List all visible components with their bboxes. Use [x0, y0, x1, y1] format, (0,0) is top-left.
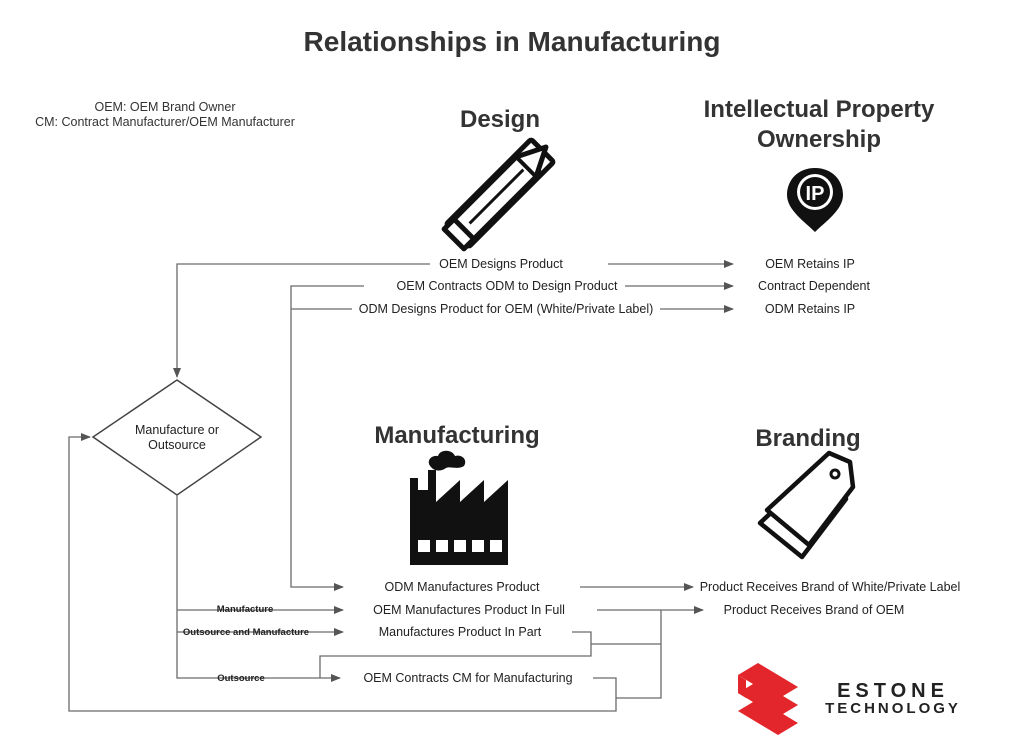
decision-line2: Outsource [148, 438, 206, 452]
ip-heading-line1: Intellectual Property [704, 96, 935, 123]
ip-location-pin-icon: IP [787, 168, 843, 232]
brand-row-oem: Product Receives Brand of OEM [724, 603, 905, 617]
page-title: Relationships in Manufacturing [304, 26, 721, 57]
design-row-oem-designs: OEM Designs Product [439, 257, 563, 271]
price-tag-icon [757, 450, 856, 560]
legend-oem: OEM: OEM Brand Owner [94, 100, 235, 114]
factory-icon [410, 450, 508, 565]
manufacturing-heading: Manufacturing [374, 422, 539, 449]
estone-logo-mark [738, 663, 798, 735]
connector-odm-to-manufacture [290, 285, 364, 591]
branch-label-outsource: Outsource [217, 673, 265, 684]
design-heading: Design [460, 106, 540, 133]
estone-logo-line2: TECHNOLOGY [825, 700, 961, 717]
ip-heading-line2: Ownership [757, 126, 881, 153]
estone-logo-line1: ESTONE [837, 680, 949, 702]
connector-in-part-brand [591, 610, 662, 645]
connector-cm-brand [593, 644, 662, 699]
mfg-row-oem-in-full: OEM Manufactures Product In Full [373, 603, 565, 617]
legend-cm: CM: Contract Manufacturer/OEM Manufactur… [35, 115, 295, 129]
decision-line1: Manufacture or [135, 423, 219, 437]
ip-row-odm-retains: ODM Retains IP [765, 302, 855, 316]
design-row-oem-contracts-odm: OEM Contracts ODM to Design Product [397, 279, 618, 293]
connectors [68, 260, 734, 712]
mfg-row-in-part: Manufactures Product In Part [379, 625, 542, 639]
pencil-ruler-icon [441, 137, 556, 252]
decision-diamond: Manufacture or Outsource [91, 379, 263, 496]
connector-loop-back [68, 433, 617, 712]
ip-row-oem-retains: OEM Retains IP [765, 257, 855, 271]
connector-oem-design-to-decision [173, 263, 430, 378]
estone-logo: ESTONE TECHNOLOGY [738, 663, 961, 735]
branch-label-manufacture: Manufacture [217, 604, 273, 615]
ip-row-contract-dependent: Contract Dependent [758, 279, 870, 293]
brand-row-white-label: Product Receives Brand of White/Private … [700, 580, 961, 594]
branding-heading: Branding [755, 425, 860, 452]
mfg-row-contracts-cm: OEM Contracts CM for Manufacturing [363, 671, 572, 685]
connector-decision-down [176, 495, 341, 682]
ip-badge-text: IP [806, 183, 825, 205]
design-row-odm-designs: ODM Designs Product for OEM (White/Priva… [359, 302, 654, 316]
mfg-row-odm-manufactures: ODM Manufactures Product [385, 580, 540, 594]
branch-label-outsource-and-manufacture: Outsource and Manufacture [183, 627, 309, 638]
connector-in-part-loop [319, 631, 592, 678]
